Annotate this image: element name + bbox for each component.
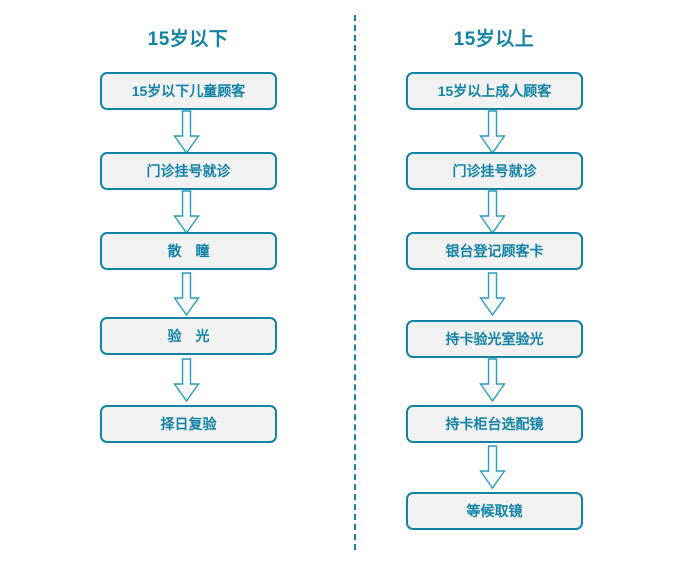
arrow-down-icon <box>478 110 507 155</box>
arrow-down-icon <box>478 445 507 490</box>
flow-column-over-15: 15岁以上 15岁以上成人顾客 门诊挂号就诊 银台登记顾客卡 持卡验光 <box>344 0 644 582</box>
arrow-down-icon <box>172 110 201 155</box>
arrow-down-icon <box>172 272 201 317</box>
node-label: 验 光 <box>167 328 210 344</box>
node-label: 持卡验光室验光 <box>445 331 544 347</box>
node-card-counter-choose-glasses[interactable]: 持卡柜台选配镜 <box>406 405 583 443</box>
node-outpatient-registration[interactable]: 门诊挂号就诊 <box>100 152 277 190</box>
node-wait-for-glasses[interactable]: 等候取镜 <box>406 492 583 530</box>
node-label: 择日复验 <box>160 416 217 432</box>
node-counter-register-card[interactable]: 银台登记顾客卡 <box>406 232 583 270</box>
column-title-under-15: 15岁以下 <box>147 29 229 50</box>
node-label: 银台登记顾客卡 <box>445 243 544 259</box>
arrow-down-icon <box>172 190 201 235</box>
node-label: 持卡柜台选配镜 <box>445 416 544 432</box>
node-label: 门诊挂号就诊 <box>452 163 537 179</box>
node-card-optometry-room[interactable]: 持卡验光室验光 <box>406 320 583 358</box>
flow-column-under-15: 15岁以下 15岁以下儿童顾客 门诊挂号就诊 散 瞳 验 光 <box>38 0 338 582</box>
node-outpatient-registration[interactable]: 门诊挂号就诊 <box>406 152 583 190</box>
node-label: 15岁以上成人顾客 <box>437 83 552 99</box>
column-divider <box>354 15 356 550</box>
arrow-down-icon <box>172 358 201 403</box>
arrow-down-icon <box>478 272 507 317</box>
node-label: 散 瞳 <box>167 243 210 259</box>
node-pupil-dilation[interactable]: 散 瞳 <box>100 232 277 270</box>
node-recheck-another-day[interactable]: 择日复验 <box>100 405 277 443</box>
arrow-down-icon <box>478 190 507 235</box>
node-label: 15岁以下儿童顾客 <box>131 83 246 99</box>
node-optometry[interactable]: 验 光 <box>100 317 277 355</box>
node-over15-adult-customer[interactable]: 15岁以上成人顾客 <box>406 72 583 110</box>
arrow-down-icon <box>478 358 507 403</box>
node-under15-child-customer[interactable]: 15岁以下儿童顾客 <box>100 72 277 110</box>
node-label: 门诊挂号就诊 <box>146 163 231 179</box>
node-label: 等候取镜 <box>466 503 523 519</box>
column-title-over-15: 15岁以上 <box>453 29 535 50</box>
